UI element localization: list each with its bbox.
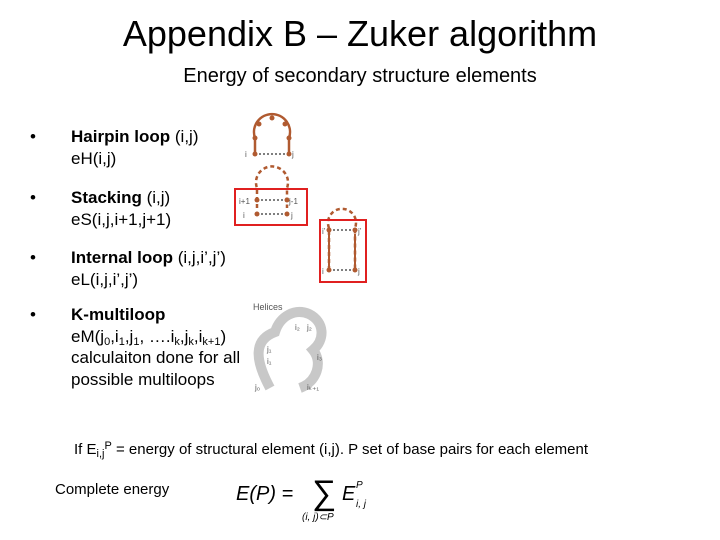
internal-loop-strand bbox=[326, 207, 358, 270]
stacking-energy: eS(i,j,i+1,j+1) bbox=[71, 209, 172, 229]
internal-loop-label: Internal loop bbox=[71, 248, 173, 267]
complete-energy-formula: E(P) = ∑ (i, j)⊂P E P i, j bbox=[236, 474, 367, 523]
energy-definition-note: If Ei,jP = energy of structural element … bbox=[74, 440, 589, 460]
ml-ik1-label: iₖ₊₁ bbox=[307, 383, 319, 392]
stacking-label: Stacking bbox=[71, 188, 142, 207]
internal-loop-args: (i,j,i’,j’) bbox=[173, 248, 226, 267]
structure-diagrams: i j i+1 j-1 i j i’ j’ i j Helices i₂ j₂ … bbox=[234, 112, 367, 393]
hairpin-label: Hairpin loop bbox=[71, 127, 171, 146]
stack-j1-label: j-1 bbox=[288, 197, 298, 206]
formula-term: E bbox=[342, 483, 356, 505]
multiloop-shape bbox=[253, 307, 327, 393]
hairpin-args: (i,j) bbox=[170, 127, 199, 146]
multiloop-note-line2: possible multiloops bbox=[71, 369, 215, 389]
internal-i-label: i bbox=[322, 267, 324, 276]
stacking-highlight-box bbox=[234, 188, 308, 226]
hairpin-j-label: j bbox=[291, 150, 294, 159]
slide-subtitle: Energy of secondary structure elements bbox=[183, 65, 537, 87]
formula-sum-index: (i, j)⊂P bbox=[302, 512, 334, 523]
stack-i-label: i bbox=[243, 211, 245, 220]
internal-loop-energy: eL(i,j,i’,j’) bbox=[71, 269, 139, 289]
helices-label: Helices bbox=[253, 302, 283, 312]
stacking-args: (i,j) bbox=[141, 188, 171, 207]
bullet-internal-loop: • Internal loop (i,j,i’,j’) eL(i,j,i’,j’… bbox=[30, 248, 226, 289]
internal-j1-label: j’ bbox=[357, 227, 362, 236]
ml-j2-label: j₂ bbox=[306, 323, 312, 332]
hairpin-energy: eH(i,j) bbox=[71, 148, 117, 168]
internal-i1-label: i’ bbox=[322, 227, 326, 236]
bullet-hairpin: • Hairpin loop (i,j) eH(i,j) bbox=[30, 127, 199, 168]
ml-i2-label: i₂ bbox=[295, 323, 300, 332]
multiloop-note-line1: calculaiton done for all bbox=[71, 348, 241, 367]
formula-term-sup: P bbox=[356, 480, 363, 491]
hairpin-i-label: i bbox=[245, 150, 247, 159]
internal-loop-highlight-box bbox=[319, 219, 367, 283]
stack-j-label: j bbox=[290, 211, 293, 220]
bullet-stacking: • Stacking (i,j) eS(i,j,i+1,j+1) bbox=[30, 188, 172, 229]
ml-i3-label: i₃ bbox=[317, 353, 322, 362]
ml-j1-label: j₁ bbox=[266, 345, 272, 354]
hairpin-loop-strand bbox=[252, 112, 292, 154]
stack-i1-label: i+1 bbox=[239, 197, 250, 206]
formula-lhs: E(P) = bbox=[236, 483, 293, 505]
bullet-multiloop: • K-multiloop eM(j0,i1,j1, ….ik,jk,ik+1)… bbox=[30, 305, 241, 389]
slide-title: Appendix B – Zuker algorithm bbox=[122, 13, 598, 54]
ml-j0-label: j₀ bbox=[254, 383, 260, 392]
multiloop-energy: eM(j0,i1,j1, ….ik,jk,ik+1) bbox=[71, 326, 227, 348]
internal-j-label: j bbox=[357, 267, 360, 276]
formula-sum-symbol: ∑ bbox=[312, 474, 336, 512]
multiloop-label: K-multiloop bbox=[71, 305, 166, 324]
ml-i1-label: i₁ bbox=[267, 357, 272, 366]
complete-energy-label: Complete energy bbox=[55, 481, 170, 498]
formula-term-sub: i, j bbox=[356, 499, 367, 510]
stacking-strand bbox=[254, 165, 290, 208]
